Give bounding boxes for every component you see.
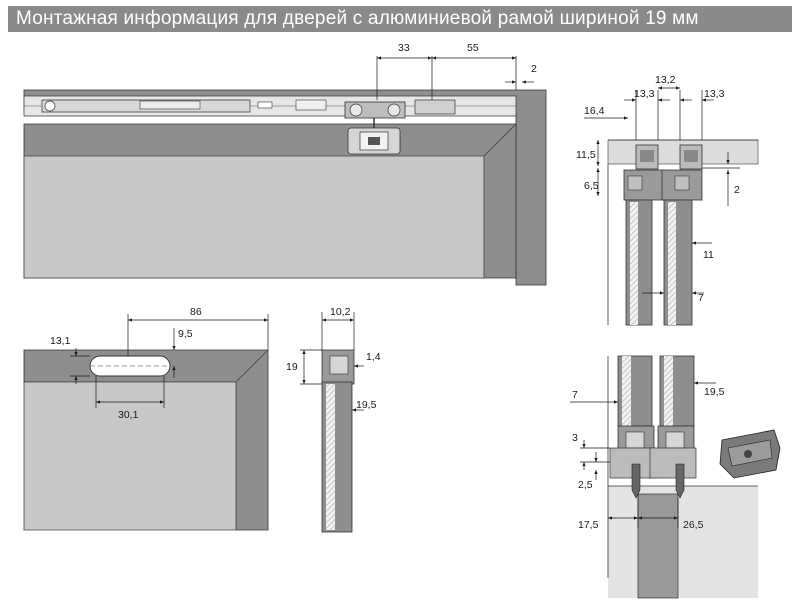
dim-16-4: 16,4 [584,105,605,117]
dim-11-5: 11,5 [576,149,596,161]
dim-3: 3 [572,432,578,444]
dim-33: 33 [398,42,410,54]
dim-6-5: 6,5 [584,180,599,192]
dim-7-bottom: 7 [572,389,578,401]
top-right-section: 13,3 13,2 13,3 16,4 11,5 6,5 2 11 7 [576,74,759,326]
dim-2-top: 2 [531,63,537,75]
dim-55: 55 [467,42,479,54]
door-glass [23,155,485,279]
slot-view: 86 13,1 9,5 30,1 [23,306,269,531]
roller-carriage [344,101,406,155]
dim-13-1: 13,1 [50,335,71,347]
profile-view: 10,2 19 1,4 19,5 [286,306,381,533]
dim-9-5: 9,5 [178,328,193,340]
dim-10-2: 10,2 [330,306,351,318]
dim-7-top: 7 [698,292,704,304]
dim-26-5: 26,5 [683,519,704,531]
dim-13-3-right: 13,3 [704,88,725,100]
dim-1-4: 1,4 [366,351,381,363]
dim-30-1: 30,1 [118,409,139,421]
page-title: Монтажная информация для дверей с алюмин… [16,8,699,29]
dim-19-5-mid: 19,5 [356,399,377,411]
dim-17-5: 17,5 [578,519,599,531]
dim-13-3-left: 13,3 [634,88,655,100]
top-door-view: 33 55 2 [23,42,547,286]
floor [608,486,758,598]
dim-2-5: 2,5 [578,479,593,491]
dim-2-right: 2 [734,184,740,196]
bottom-right-section: 7 19,5 3 2,5 17,5 26,5 [570,355,781,599]
dim-19: 19 [286,361,298,373]
dim-11: 11 [703,249,714,261]
title-bar: Монтажная информация для дверей с алюмин… [8,6,792,32]
floor-guide-icon [719,429,781,479]
dim-19-5-bottom: 19,5 [704,386,725,398]
dim-13-2: 13,2 [655,74,676,86]
dim-86: 86 [190,306,202,318]
